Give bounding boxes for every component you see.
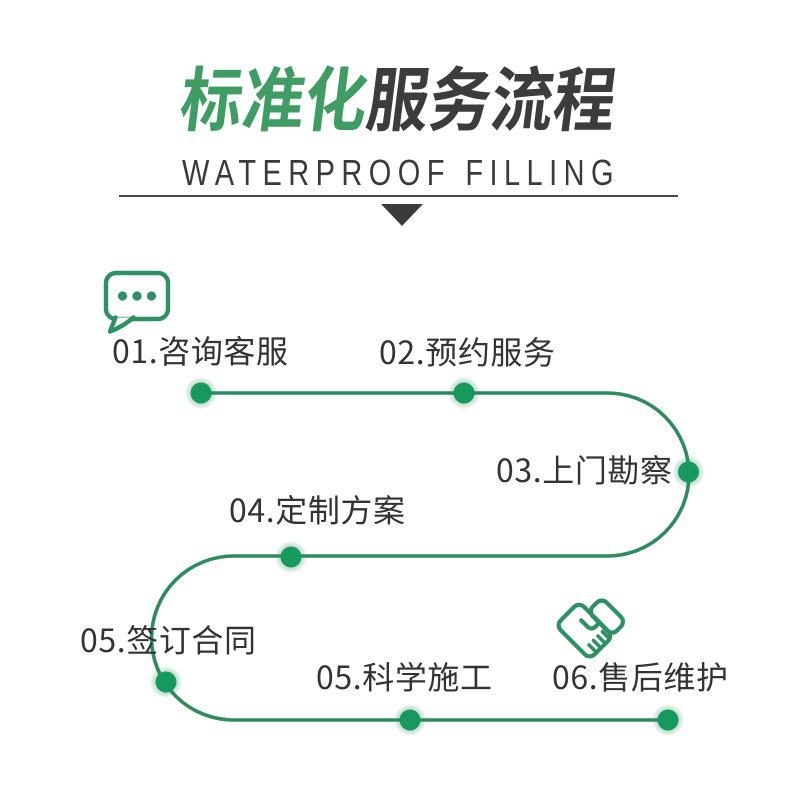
step-number: 02.: [379, 328, 426, 374]
dot-step-1: [184, 376, 218, 410]
chat-bubble-dot: [146, 291, 157, 301]
step-dot-core: [453, 382, 475, 404]
subtitle: WATERPROOF FILLING: [182, 152, 620, 193]
chat-bubble-dot: [117, 291, 128, 301]
step-text: 签订合同: [126, 616, 257, 662]
step-dot-core: [399, 709, 421, 731]
flow-dots: [149, 376, 705, 737]
step-text: 科学施工: [362, 653, 493, 699]
down-triangle-icon: [381, 204, 423, 226]
dot-step-5: [149, 665, 183, 699]
step-text: 售后维护: [598, 653, 729, 699]
step-text: 定制方案: [275, 486, 406, 532]
step-dot-core: [280, 546, 302, 568]
step-label-6: 05.科学施工: [316, 660, 493, 692]
finger-tick: [587, 643, 597, 653]
step-number: 01.: [112, 327, 159, 373]
step-number: 03.: [496, 446, 543, 492]
divider-line: [119, 195, 678, 197]
step-text: 预约服务: [425, 328, 556, 374]
step-dot-core: [657, 709, 679, 731]
step-dot-core: [155, 671, 177, 693]
dot-step-3: [672, 455, 705, 489]
step-dot-core: [678, 461, 699, 483]
step-label-5: 05.签订合同: [80, 623, 257, 655]
step-label-7: 06.售后维护: [552, 660, 729, 692]
step-label-4: 04.定制方案: [229, 493, 406, 525]
step-label-3: 03.上门勘察: [496, 453, 673, 485]
handshake-fingers: [587, 629, 610, 653]
dot-step-4: [274, 540, 308, 574]
finger-tick: [596, 634, 606, 644]
finger-tick: [591, 638, 601, 648]
step-number: 06.: [552, 653, 599, 699]
chat-bubble-tail: [107, 315, 136, 334]
step-dot-core: [190, 382, 212, 404]
dot-step-7: [651, 703, 685, 737]
handshake-thumb: [579, 618, 602, 631]
chat-bubble-dot: [132, 291, 142, 301]
step-label-2: 02.预约服务: [379, 335, 556, 367]
step-label-1: 01.咨询客服: [112, 334, 289, 366]
chat-bubble-body: [103, 270, 171, 322]
chat-bubble-icon: [103, 270, 171, 334]
step-number: 05.: [316, 653, 363, 699]
step-number: 04.: [229, 486, 276, 532]
chat-bubble-dots: [117, 291, 157, 301]
step-number: 05.: [80, 616, 127, 662]
dot-step-6: [393, 703, 427, 737]
dot-step-2: [447, 376, 481, 410]
handshake-icon: [556, 598, 625, 659]
step-text: 上门勘察: [542, 446, 673, 492]
step-text: 咨询客服: [158, 327, 289, 373]
finger-tick: [600, 629, 610, 639]
